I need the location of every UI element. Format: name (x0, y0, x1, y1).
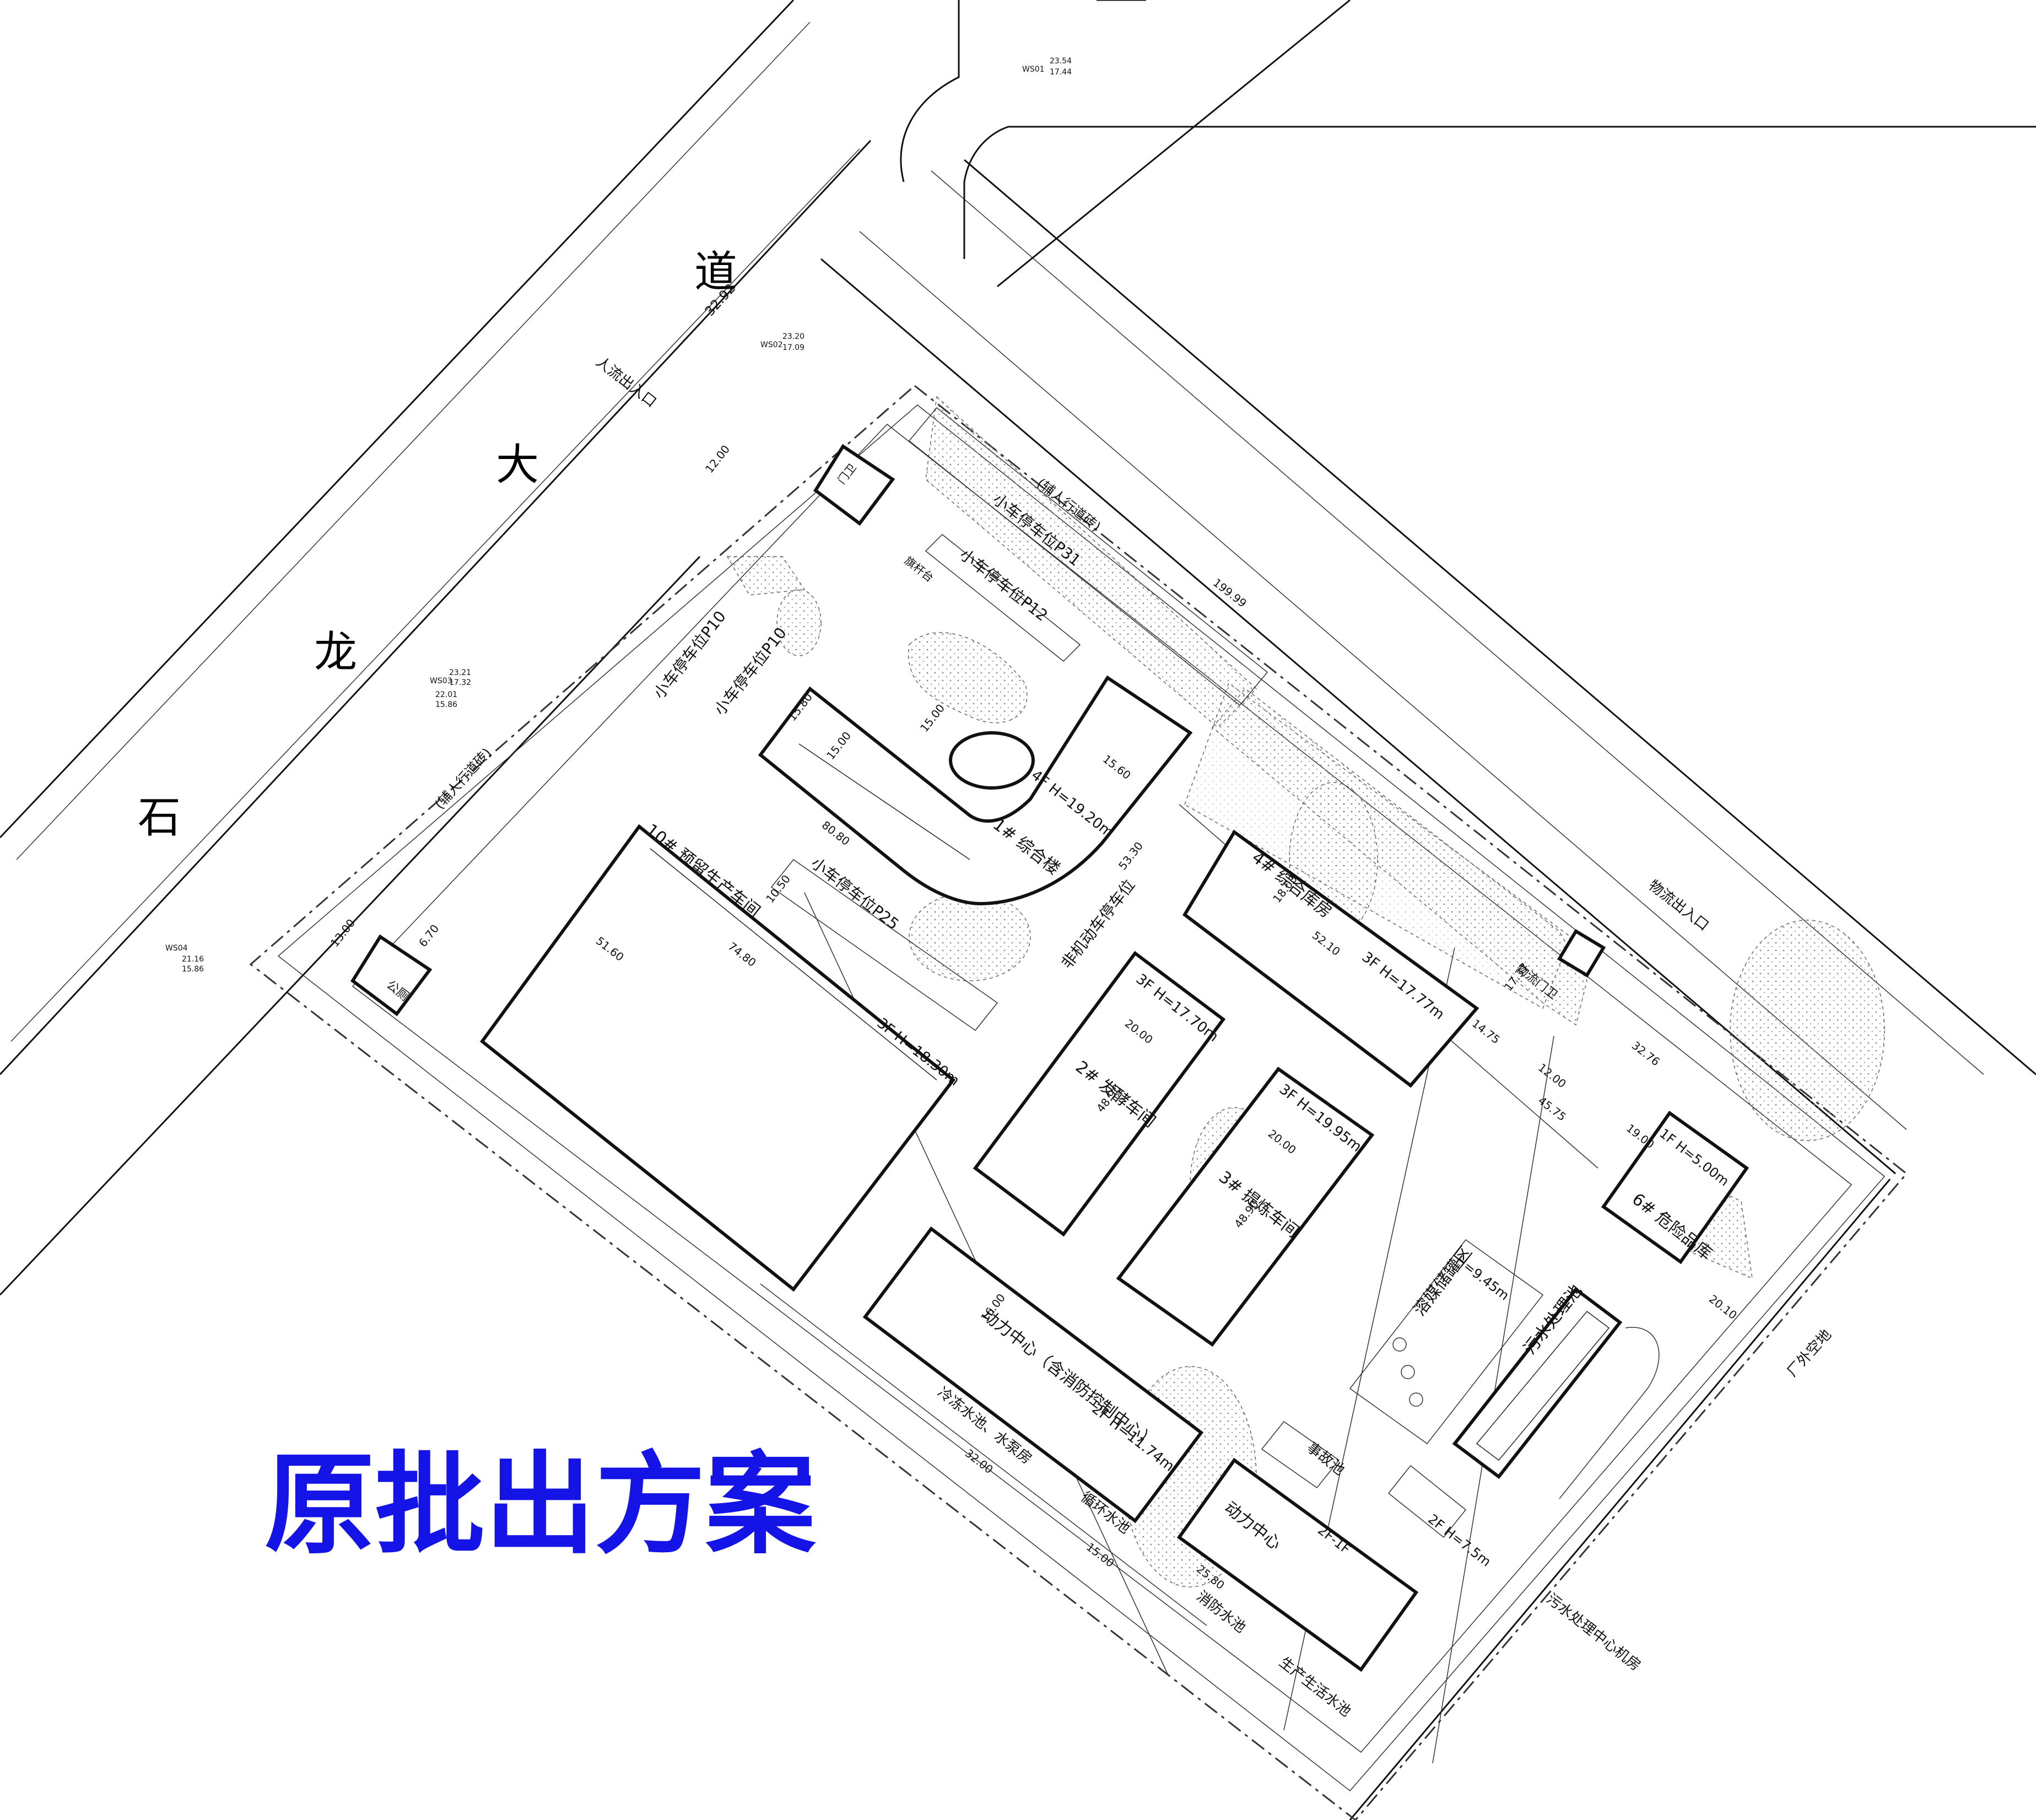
tank-area (1349, 1239, 1544, 1445)
building-11 (862, 1226, 1204, 1524)
gatehouses (350, 444, 1606, 1017)
dim: 12.00 (703, 442, 732, 476)
dim: 10.50 (763, 872, 793, 905)
parking-p25: 小车停车位P25 (808, 854, 903, 934)
parking-p10a: 小车停车位P10 (650, 607, 730, 702)
building-6 (1601, 1110, 1749, 1265)
dim: 6.70 (416, 922, 441, 949)
sidewalk-left: (辅人行道砖) (432, 745, 495, 812)
well-ws03-v2: 17.32 (449, 678, 471, 687)
logistics-entrance: 物流出入口 (1645, 877, 1712, 935)
well-ws03-v1: 23.21 (449, 668, 471, 677)
sewage-pool (1452, 1287, 1660, 1499)
flag-platform: 旗杆台 (902, 554, 936, 585)
accident-pool: 事故池 (1304, 1439, 1348, 1479)
well-ws02-v2: 17.09 (782, 343, 804, 352)
dim: 199.99 (1211, 576, 1249, 610)
life-pool: 生产生活水池 (1276, 1654, 1354, 1720)
label-b12-h: H=9.45m (1452, 1252, 1512, 1304)
parking-stripes (770, 407, 1268, 1031)
building-power2 (1176, 1457, 1419, 1672)
well-ws01: WS01 (1022, 65, 1045, 74)
parking-p10b: 小车停车位P10 (711, 624, 791, 719)
outside-land: 厂外空地 (1784, 1326, 1835, 1380)
label-sewage-small-h: 2F H=7.5m (1425, 1511, 1494, 1570)
well-ws04: WS04 (165, 944, 188, 953)
well-ws04-v2: 15.86 (182, 965, 204, 974)
dim: 12.00 (1536, 1061, 1569, 1090)
well-ws01-v2: 17.44 (1050, 68, 1072, 77)
fire-pool: 消防水池 (1193, 1588, 1249, 1637)
road-char-3: 龙 (314, 628, 357, 677)
well-ws01-v1: 23.54 (1050, 57, 1072, 66)
building-3 (1116, 1066, 1375, 1347)
well-ws04-v1: 21.16 (182, 955, 204, 964)
pools (1261, 1421, 1467, 1538)
dim: 20.10 (1706, 1292, 1740, 1322)
well-ws03b-v2: 15.86 (435, 700, 457, 709)
dim: 53.30 (1116, 839, 1146, 872)
dim: 13.00 (328, 916, 358, 949)
dim: 15.00 (917, 701, 947, 735)
dim: 19.00 (1624, 1121, 1657, 1151)
plan-title: 原批出方案 (264, 1441, 816, 1569)
well-ws02: WS02 (760, 341, 783, 349)
road-char-1: 道 (694, 247, 737, 297)
well-ws03: WS03 (430, 677, 452, 685)
label-b12: 溶媒储罐区 (1410, 1243, 1476, 1320)
well-ws02-v1: 23.20 (782, 332, 804, 341)
building-4 (1182, 829, 1479, 1088)
building-2 (973, 950, 1226, 1237)
dim: 32.76 (1629, 1039, 1662, 1068)
building-10 (479, 824, 956, 1292)
dim: 45.75 (1536, 1094, 1569, 1124)
parking-moto: 非机动车停车位 (1058, 876, 1139, 973)
building-1 (758, 675, 1193, 906)
road-char-2: 大 (496, 440, 539, 490)
sewage-room: 污水处理中心机房 (1543, 1591, 1644, 1675)
dim: 14.75 (1470, 1017, 1503, 1046)
dim: 15.00 (1084, 1540, 1117, 1570)
well-ws03b-v1: 22.01 (435, 690, 457, 699)
road-char-4: 石 (138, 793, 181, 843)
